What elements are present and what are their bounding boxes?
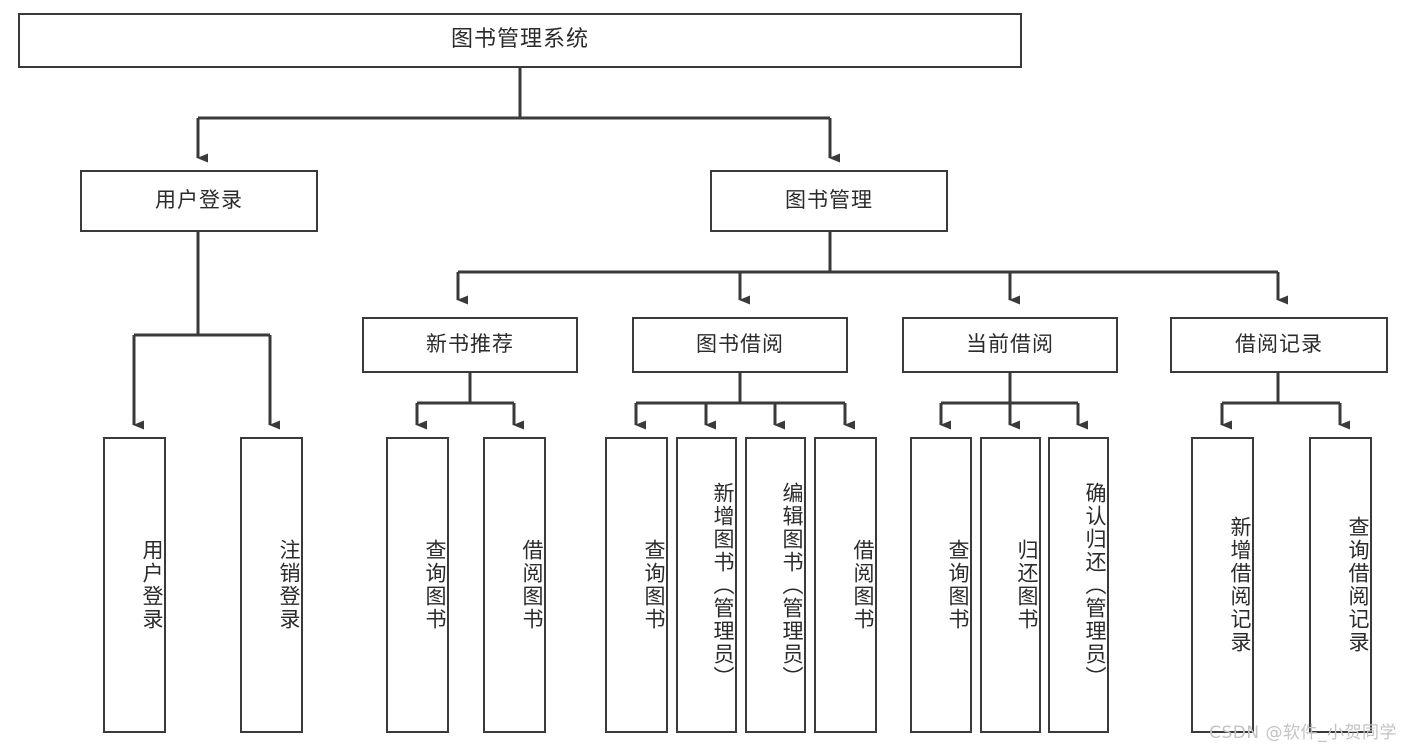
node-leaf-add-record[interactable]: 新增借阅记录 bbox=[1191, 437, 1254, 733]
node-leaf-query-book-3[interactable]: 查询图书 bbox=[910, 437, 972, 733]
node-book-borrow[interactable]: 图书借阅 bbox=[632, 317, 848, 373]
node-leaf-confirm-return[interactable]: 确认归还（管理员） bbox=[1048, 437, 1109, 733]
node-leaf-borrow-book-2-label: 借阅图书 bbox=[851, 539, 875, 631]
node-user-login-label: 用户登录 bbox=[155, 188, 243, 213]
node-borrow-record[interactable]: 借阅记录 bbox=[1170, 317, 1388, 373]
node-root[interactable]: 图书管理系统 bbox=[18, 13, 1022, 68]
node-current-borrow-label: 当前借阅 bbox=[966, 332, 1054, 357]
node-new-book-rec-label: 新书推荐 bbox=[426, 332, 514, 357]
node-leaf-logout[interactable]: 注销登录 bbox=[240, 437, 303, 733]
node-user-login[interactable]: 用户登录 bbox=[80, 170, 318, 232]
node-book-borrow-label: 图书借阅 bbox=[696, 332, 784, 357]
node-new-book-rec[interactable]: 新书推荐 bbox=[362, 317, 578, 373]
node-leaf-confirm-return-label: 确认归还（管理员） bbox=[1083, 481, 1107, 689]
node-leaf-user-login[interactable]: 用户登录 bbox=[103, 437, 166, 733]
node-leaf-borrow-book-1-label: 借阅图书 bbox=[520, 539, 544, 631]
node-leaf-query-book-1[interactable]: 查询图书 bbox=[386, 437, 449, 733]
node-leaf-return-book[interactable]: 归还图书 bbox=[980, 437, 1041, 733]
node-leaf-borrow-book-1[interactable]: 借阅图书 bbox=[483, 437, 546, 733]
node-root-label: 图书管理系统 bbox=[450, 27, 589, 53]
node-leaf-add-book[interactable]: 新增图书（管理员） bbox=[676, 437, 737, 733]
node-leaf-query-book-2[interactable]: 查询图书 bbox=[605, 437, 668, 733]
node-book-manage-label: 图书管理 bbox=[785, 188, 873, 213]
node-leaf-logout-label: 注销登录 bbox=[277, 539, 301, 631]
node-book-manage[interactable]: 图书管理 bbox=[710, 170, 948, 232]
node-leaf-return-book-label: 归还图书 bbox=[1015, 539, 1039, 631]
node-leaf-query-record-label: 查询借阅记录 bbox=[1346, 516, 1370, 654]
node-leaf-edit-book[interactable]: 编辑图书（管理员） bbox=[745, 437, 806, 733]
node-leaf-add-book-label: 新增图书（管理员） bbox=[711, 481, 735, 689]
node-leaf-borrow-book-2[interactable]: 借阅图书 bbox=[814, 437, 877, 733]
node-borrow-record-label: 借阅记录 bbox=[1235, 332, 1323, 357]
node-leaf-user-login-label: 用户登录 bbox=[140, 539, 164, 631]
node-leaf-edit-book-label: 编辑图书（管理员） bbox=[780, 481, 804, 689]
node-current-borrow[interactable]: 当前借阅 bbox=[902, 317, 1118, 373]
node-leaf-query-book-3-label: 查询图书 bbox=[946, 539, 970, 631]
node-leaf-query-book-2-label: 查询图书 bbox=[642, 539, 666, 631]
node-leaf-add-record-label: 新增借阅记录 bbox=[1228, 516, 1252, 654]
node-leaf-query-book-1-label: 查询图书 bbox=[423, 539, 447, 631]
node-leaf-query-record[interactable]: 查询借阅记录 bbox=[1309, 437, 1372, 733]
